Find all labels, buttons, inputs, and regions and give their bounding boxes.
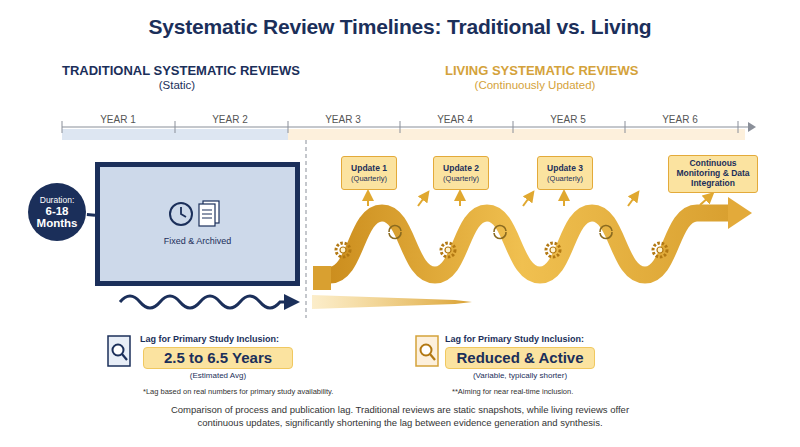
section-subheading: (Static) (62, 79, 292, 93)
gear-icon (336, 243, 350, 257)
node-text: Update 2 (443, 163, 479, 173)
footnote: **Aiming for near real-time inclusion. (452, 387, 682, 396)
wavy-arrow (120, 296, 286, 308)
wave-start (313, 266, 331, 290)
gear-hub (550, 247, 556, 253)
gold-streak-arrow (312, 295, 472, 309)
connector-line (87, 213, 95, 217)
lag-note: (Estimated Avg) (143, 371, 293, 381)
section-heading: TRADITIONAL SYSTEMATIC REVIEWS (62, 63, 312, 79)
axis-tick (513, 121, 514, 133)
lag-heading: Lag for Primary Study Inclusion: (445, 334, 635, 345)
refresh-icon (600, 225, 612, 238)
timeline-arrowhead (748, 122, 756, 132)
gear-icon (546, 243, 560, 257)
axis-tick (625, 121, 626, 133)
monitoring-box: Continuous Monitoring & Data Integration (668, 155, 758, 193)
refresh-icon (494, 225, 506, 238)
axis-tick (288, 121, 289, 133)
update-arrow (367, 195, 369, 206)
node-text: 6-18 Months (31, 205, 83, 229)
diagram-caption: Comparison of process and publication la… (150, 404, 650, 430)
node-text: Continuous Monitoring & Data Integration (669, 159, 757, 188)
update-arrow (523, 195, 531, 206)
refresh-arc (389, 232, 401, 239)
update-arrow (628, 195, 636, 206)
lag-note: (Variable, typically shorter) (445, 371, 595, 381)
gear-hub (340, 247, 346, 253)
update-box: Update 2(Quarterly) (433, 156, 489, 190)
magnifier-handle (430, 354, 435, 360)
timeline-axis (62, 126, 748, 127)
node-text: Update 3 (547, 163, 583, 173)
section-heading: LIVING SYSTEMATIC REVIEWS (445, 63, 665, 79)
refresh-icon (389, 225, 401, 238)
node-text: Update 1 (351, 163, 387, 173)
year-label: YEAR 1 (78, 114, 158, 126)
refresh-arc (494, 232, 506, 239)
node-text: (Quarterly) (443, 174, 479, 183)
living-band (288, 129, 745, 140)
axis-tick (400, 121, 401, 133)
divider-line (306, 140, 307, 318)
update-box: Update 1(Quarterly) (341, 156, 397, 190)
lag-heading: Lag for Primary Study Inclusion: (140, 334, 330, 345)
section-subheading: (Continuously Updated) (440, 79, 630, 93)
node-text: Duration: (40, 195, 75, 205)
year-label: YEAR 5 (528, 114, 608, 126)
wave-arrowhead (728, 197, 752, 229)
year-label: YEAR 4 (415, 114, 495, 126)
update-arrow (418, 195, 426, 206)
refresh-arc (600, 232, 612, 239)
gear-hub (657, 247, 663, 253)
magnifier-lens (421, 345, 432, 356)
refresh-arc (494, 225, 506, 232)
gear-teeth (546, 243, 560, 257)
node-text: 2.5 to 6.5 Years (164, 349, 272, 367)
refresh-arc (600, 225, 612, 232)
refresh-arc (389, 225, 401, 232)
gear-icon (441, 243, 455, 257)
traditional-band (62, 129, 288, 140)
update-arrow (700, 196, 710, 205)
wavy-arrowhead (284, 294, 300, 310)
axis-tick (738, 121, 739, 133)
node-text: (Quarterly) (351, 174, 387, 183)
duration-circle: Duration:6-18 Months (27, 182, 87, 242)
node-text: Reduced & Active (457, 349, 584, 367)
node-text: (Quarterly) (547, 174, 583, 183)
lag-value-pill: 2.5 to 6.5 Years (143, 347, 293, 369)
gear-teeth (336, 243, 350, 257)
search-document-icon (416, 336, 438, 366)
node-text: Fixed & Archived (164, 236, 232, 247)
search-document-icon (108, 336, 130, 366)
update-box: Update 3(Quarterly) (537, 156, 593, 190)
magnifier-handle (122, 354, 127, 360)
magnifier-lens (113, 345, 124, 356)
update-wave (315, 213, 730, 275)
diagram-title: Systematic Review Timelines: Traditional… (0, 14, 800, 39)
year-label: YEAR 3 (303, 114, 383, 126)
footnote: *Lag based on real numbers for primary s… (143, 387, 413, 396)
circle-fill (28, 183, 86, 241)
gear-teeth (441, 243, 455, 257)
lag-value-pill: Reduced & Active (445, 347, 595, 369)
year-label: YEAR 6 (640, 114, 720, 126)
gear-hub (445, 247, 451, 253)
update-arrow (563, 195, 565, 206)
gear-teeth (653, 243, 667, 257)
archived-review-box: Fixed & Archived (95, 162, 300, 286)
year-label: YEAR 2 (190, 114, 270, 126)
gear-icon (653, 243, 667, 257)
axis-tick (62, 121, 63, 133)
update-arrow (459, 195, 461, 206)
axis-tick (175, 121, 176, 133)
